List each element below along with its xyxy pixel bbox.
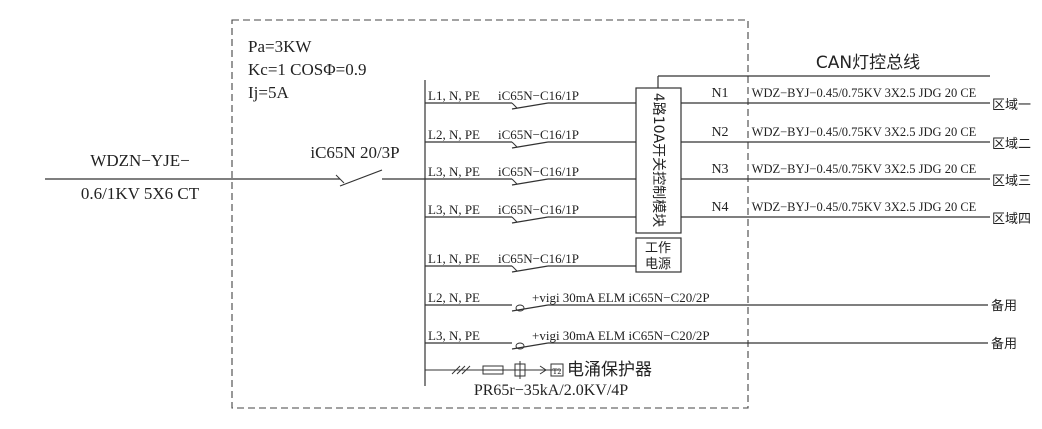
t2-tag-box xyxy=(550,363,564,377)
main-breaker-mark xyxy=(335,174,345,184)
branch-phase-label: L2, N, PE xyxy=(428,290,480,305)
branch-breaker-label: iC65N−C16/1P xyxy=(498,251,579,266)
branch-destination: 区域四 xyxy=(992,212,1031,227)
branch-breaker-contact xyxy=(511,216,549,224)
branch-cable-spec: WDZ−BYJ−0.45/0.75KV 3X2.5 JDG 20 CE xyxy=(752,125,977,139)
branch-cable-spec: WDZ−BYJ−0.45/0.75KV 3X2.5 JDG 20 CE xyxy=(752,200,977,214)
work-power-label-2: 电源 xyxy=(645,257,671,272)
branch-phase-label: L3, N, PE xyxy=(428,328,480,343)
branch-circuit-id: N2 xyxy=(711,125,728,140)
param-current: Ij=5A xyxy=(248,83,289,102)
branch-circuit-id: N4 xyxy=(711,200,728,215)
rcd-marker xyxy=(515,304,525,312)
branch-destination: 区域二 xyxy=(992,137,1031,152)
work-power-box xyxy=(635,237,682,273)
work-power-label-1: 工作 xyxy=(645,241,671,256)
breaker-mark xyxy=(511,216,518,223)
spare-destination: 备用 xyxy=(991,298,1017,314)
branch-breaker-label: iC65N−C16/1P xyxy=(498,127,579,142)
rcd-marker xyxy=(515,342,525,350)
branch-breaker-contact xyxy=(511,304,549,312)
branch-breaker-contact xyxy=(511,265,549,273)
branch-breaker-label: +vigi 30mA ELM iC65N−C20/2P xyxy=(532,290,710,305)
main-breaker-label: iC65N 20/3P xyxy=(310,143,399,162)
branch-breaker-contact xyxy=(511,342,549,350)
spd-model: PR65r−35kA/2.0KV/4P xyxy=(474,382,628,399)
breaker-mark xyxy=(511,178,518,185)
branch-breaker-contact xyxy=(511,141,549,149)
branch-phase-label: L1, N, PE xyxy=(428,88,480,103)
branch-breaker-label: iC65N−C16/1P xyxy=(498,164,579,179)
branch-breaker-contact xyxy=(511,178,549,186)
branch-phase-label: L3, N, PE xyxy=(428,202,480,217)
param-factor: Kc=1 COSΦ=0.9 xyxy=(248,60,367,79)
panel-enclosure xyxy=(231,19,749,409)
branch-cable-spec: WDZ−BYJ−0.45/0.75KV 3X2.5 JDG 20 CE xyxy=(752,86,977,100)
param-load: Pa=3KW xyxy=(248,37,312,56)
t2-tag: T2 xyxy=(553,367,562,376)
can-bus-label: CAN灯控总线 xyxy=(816,53,920,73)
branch-circuit-id: N1 xyxy=(711,86,728,101)
branch-breaker-contact xyxy=(511,102,549,110)
incoming-cable-spec: 0.6/1KV 5X6 CT xyxy=(81,184,200,203)
branch-circuit-id: N3 xyxy=(711,162,728,177)
branch-destination: 区域三 xyxy=(992,174,1031,189)
spd-symbol xyxy=(451,361,547,379)
branch-phase-label: L3, N, PE xyxy=(428,164,480,179)
control-module-label: 4路10A开关控制模块 xyxy=(650,93,666,227)
branch-phase-label: L1, N, PE xyxy=(428,251,480,266)
breaker-mark xyxy=(511,141,518,148)
control-module-box xyxy=(635,87,682,234)
breaker-mark xyxy=(511,265,518,272)
spd-label: 电涌保护器 xyxy=(567,360,652,380)
branch-cable-spec: WDZ−BYJ−0.45/0.75KV 3X2.5 JDG 20 CE xyxy=(752,162,977,176)
breaker-mark xyxy=(511,102,518,109)
branch-breaker-label: +vigi 30mA ELM iC65N−C20/2P xyxy=(532,328,710,343)
branch-breaker-label: iC65N−C16/1P xyxy=(498,202,579,217)
branch-breaker-label: iC65N−C16/1P xyxy=(498,88,579,103)
branch-destination: 区域一 xyxy=(992,98,1031,113)
branch-phase-label: L2, N, PE xyxy=(428,127,480,142)
incoming-cable-type: WDZN−YJE− xyxy=(90,151,189,170)
main-breaker-contact xyxy=(339,169,383,187)
spare-destination: 备用 xyxy=(991,336,1017,352)
